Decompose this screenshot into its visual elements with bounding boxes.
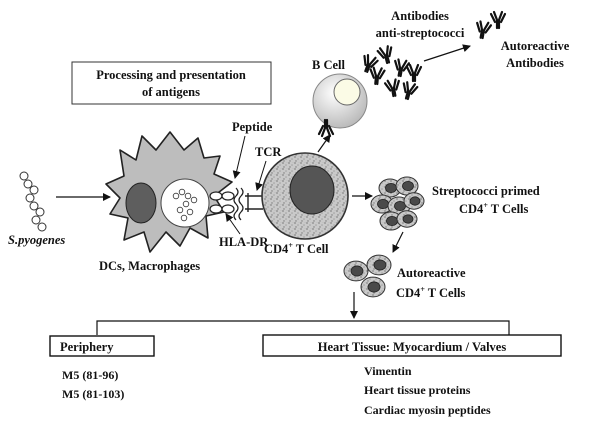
periphery-title: Periphery	[60, 340, 114, 354]
antibodies-label-line1: Antibodies	[391, 9, 449, 23]
tcr-label: TCR	[255, 145, 282, 159]
antibody-icon	[405, 63, 423, 83]
coccus-icon	[31, 215, 41, 225]
heart-item: Vimentin	[364, 364, 412, 378]
peptide-fragment-icon	[180, 214, 188, 222]
antibody-icon	[402, 81, 419, 101]
periphery-box	[49, 335, 155, 357]
coccus-icon	[19, 171, 29, 181]
antibody-icon	[363, 54, 379, 73]
autoreactive-antibodies-line2: Antibodies	[506, 56, 564, 70]
hla-dr-pointer	[225, 213, 241, 235]
arrow-to-autoreactive-cells	[392, 231, 404, 253]
peptide-fragment-icon	[184, 192, 192, 200]
primed-t-cell-icon	[395, 176, 419, 196]
periphery-item: M5 (81-103)	[62, 387, 124, 401]
heart-item: Cardiac myosin peptides	[364, 403, 491, 417]
primed-label-line2: CD4+ T Cells	[459, 201, 529, 216]
tcr-pointer	[255, 160, 267, 191]
heart-item: Heart tissue proteins	[364, 383, 471, 397]
autoreactive-antibodies-line1: Autoreactive	[501, 39, 570, 53]
autoreactive-t-cell-icon	[360, 276, 386, 298]
peptide-fragment-icon	[176, 206, 184, 214]
dc-nucleus	[125, 182, 157, 224]
coccus-icon	[23, 179, 33, 189]
b-cell-nucleus	[333, 78, 361, 106]
dc-label: DCs, Macrophages	[99, 259, 200, 273]
antibody-icon	[369, 66, 386, 86]
b-cell-receptor-icon	[317, 118, 335, 138]
antibody-icon	[383, 78, 400, 98]
processing-label-line2: of antigens	[142, 85, 200, 99]
peptide-pointer	[232, 135, 246, 179]
hla-dr-complex-icon	[209, 187, 263, 221]
antibody-cluster	[363, 45, 423, 101]
autoreactive-t-cell-icon	[366, 254, 392, 276]
processing-box	[71, 61, 272, 105]
primed-t-cell-icon	[403, 192, 425, 210]
autoreactive-label-line1: Autoreactive	[397, 266, 466, 280]
antibodies-label-line2: anti-streptococci	[376, 26, 465, 40]
processed-peptide-icon	[172, 188, 198, 222]
target-bracket	[96, 320, 510, 335]
t-cell-nucleus	[289, 165, 335, 215]
autoreactive-label-line2: CD4+ T Cells	[396, 285, 466, 300]
b-cell-receptor-icon	[317, 118, 335, 138]
peptide-fragment-icon	[178, 188, 186, 196]
coccus-icon	[37, 222, 47, 232]
peptide-fragment-icon	[182, 200, 190, 208]
primed-label-line1: Streptococci primed	[432, 184, 540, 198]
autoreactive-antibody-icon	[489, 10, 507, 30]
arrow-to-autoreactive-antibodies	[423, 44, 471, 62]
autoreactive-t-cell-icon	[343, 260, 369, 282]
autoreactive-t-cell-cluster	[343, 254, 392, 298]
heart-tissue-title: Heart Tissue: Myocardium / Valves	[318, 340, 507, 354]
autoreactive-antibody-icon	[476, 20, 493, 40]
arrow-to-b-cell	[317, 134, 331, 153]
coccus-icon	[35, 207, 45, 217]
coccus-icon	[29, 185, 39, 195]
coccus-icon	[29, 201, 39, 211]
antibody-icon	[376, 45, 393, 65]
s-pyogenes-label: S.pyogenes	[8, 233, 65, 247]
periphery-item: M5 (81-96)	[62, 368, 118, 382]
peptide-label: Peptide	[232, 120, 273, 134]
primed-t-cell-cluster	[370, 176, 425, 231]
processing-label-line1: Processing and presentation	[96, 68, 246, 82]
heart-tissue-box	[262, 334, 562, 357]
cd4-t-cell-label: CD4+ T Cell	[264, 241, 329, 256]
b-cell-label: B Cell	[312, 58, 346, 72]
peptide-fragment-icon	[172, 192, 180, 200]
hla-dr-label: HLA-DR	[219, 235, 269, 249]
primed-t-cell-icon	[396, 210, 418, 228]
peptide-fragment-icon	[190, 196, 198, 204]
primed-t-cell-icon	[378, 178, 402, 198]
coccus-icon	[25, 193, 35, 203]
peptide-fragment-icon	[186, 208, 194, 216]
s-pyogenes-chain-icon	[19, 171, 47, 232]
autoreactive-antibody-cluster	[476, 10, 507, 40]
